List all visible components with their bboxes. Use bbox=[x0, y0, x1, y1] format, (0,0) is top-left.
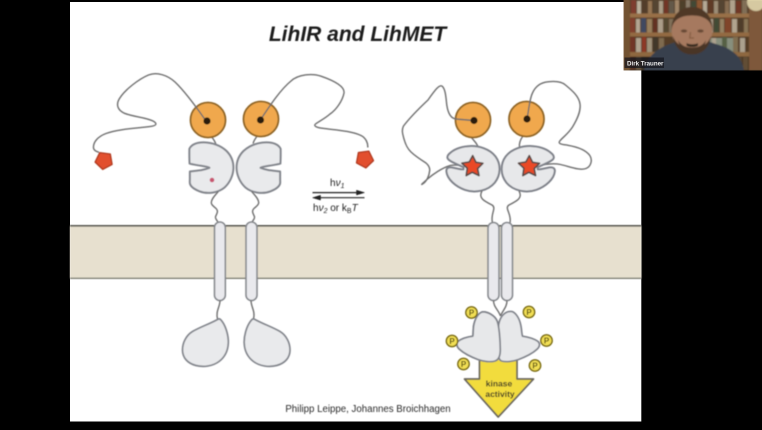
svg-text:P: P bbox=[526, 308, 532, 317]
svg-text:Philipp Leippe, Johannes Broic: Philipp Leippe, Johannes Broichhagen bbox=[285, 404, 450, 415]
svg-text:P: P bbox=[469, 309, 475, 318]
svg-text:P: P bbox=[461, 360, 467, 369]
svg-text:Dirk Trauner: Dirk Trauner bbox=[627, 60, 664, 67]
svg-text:kinase: kinase bbox=[486, 379, 513, 389]
svg-text:activity: activity bbox=[485, 389, 515, 399]
svg-text:P: P bbox=[449, 337, 455, 346]
svg-text:hν2 or kBT: hν2 or kBT bbox=[313, 203, 359, 215]
svg-text:P: P bbox=[544, 337, 550, 346]
svg-text:P: P bbox=[532, 362, 538, 371]
svg-text:LihIR and LihMET: LihIR and LihMET bbox=[269, 23, 448, 46]
